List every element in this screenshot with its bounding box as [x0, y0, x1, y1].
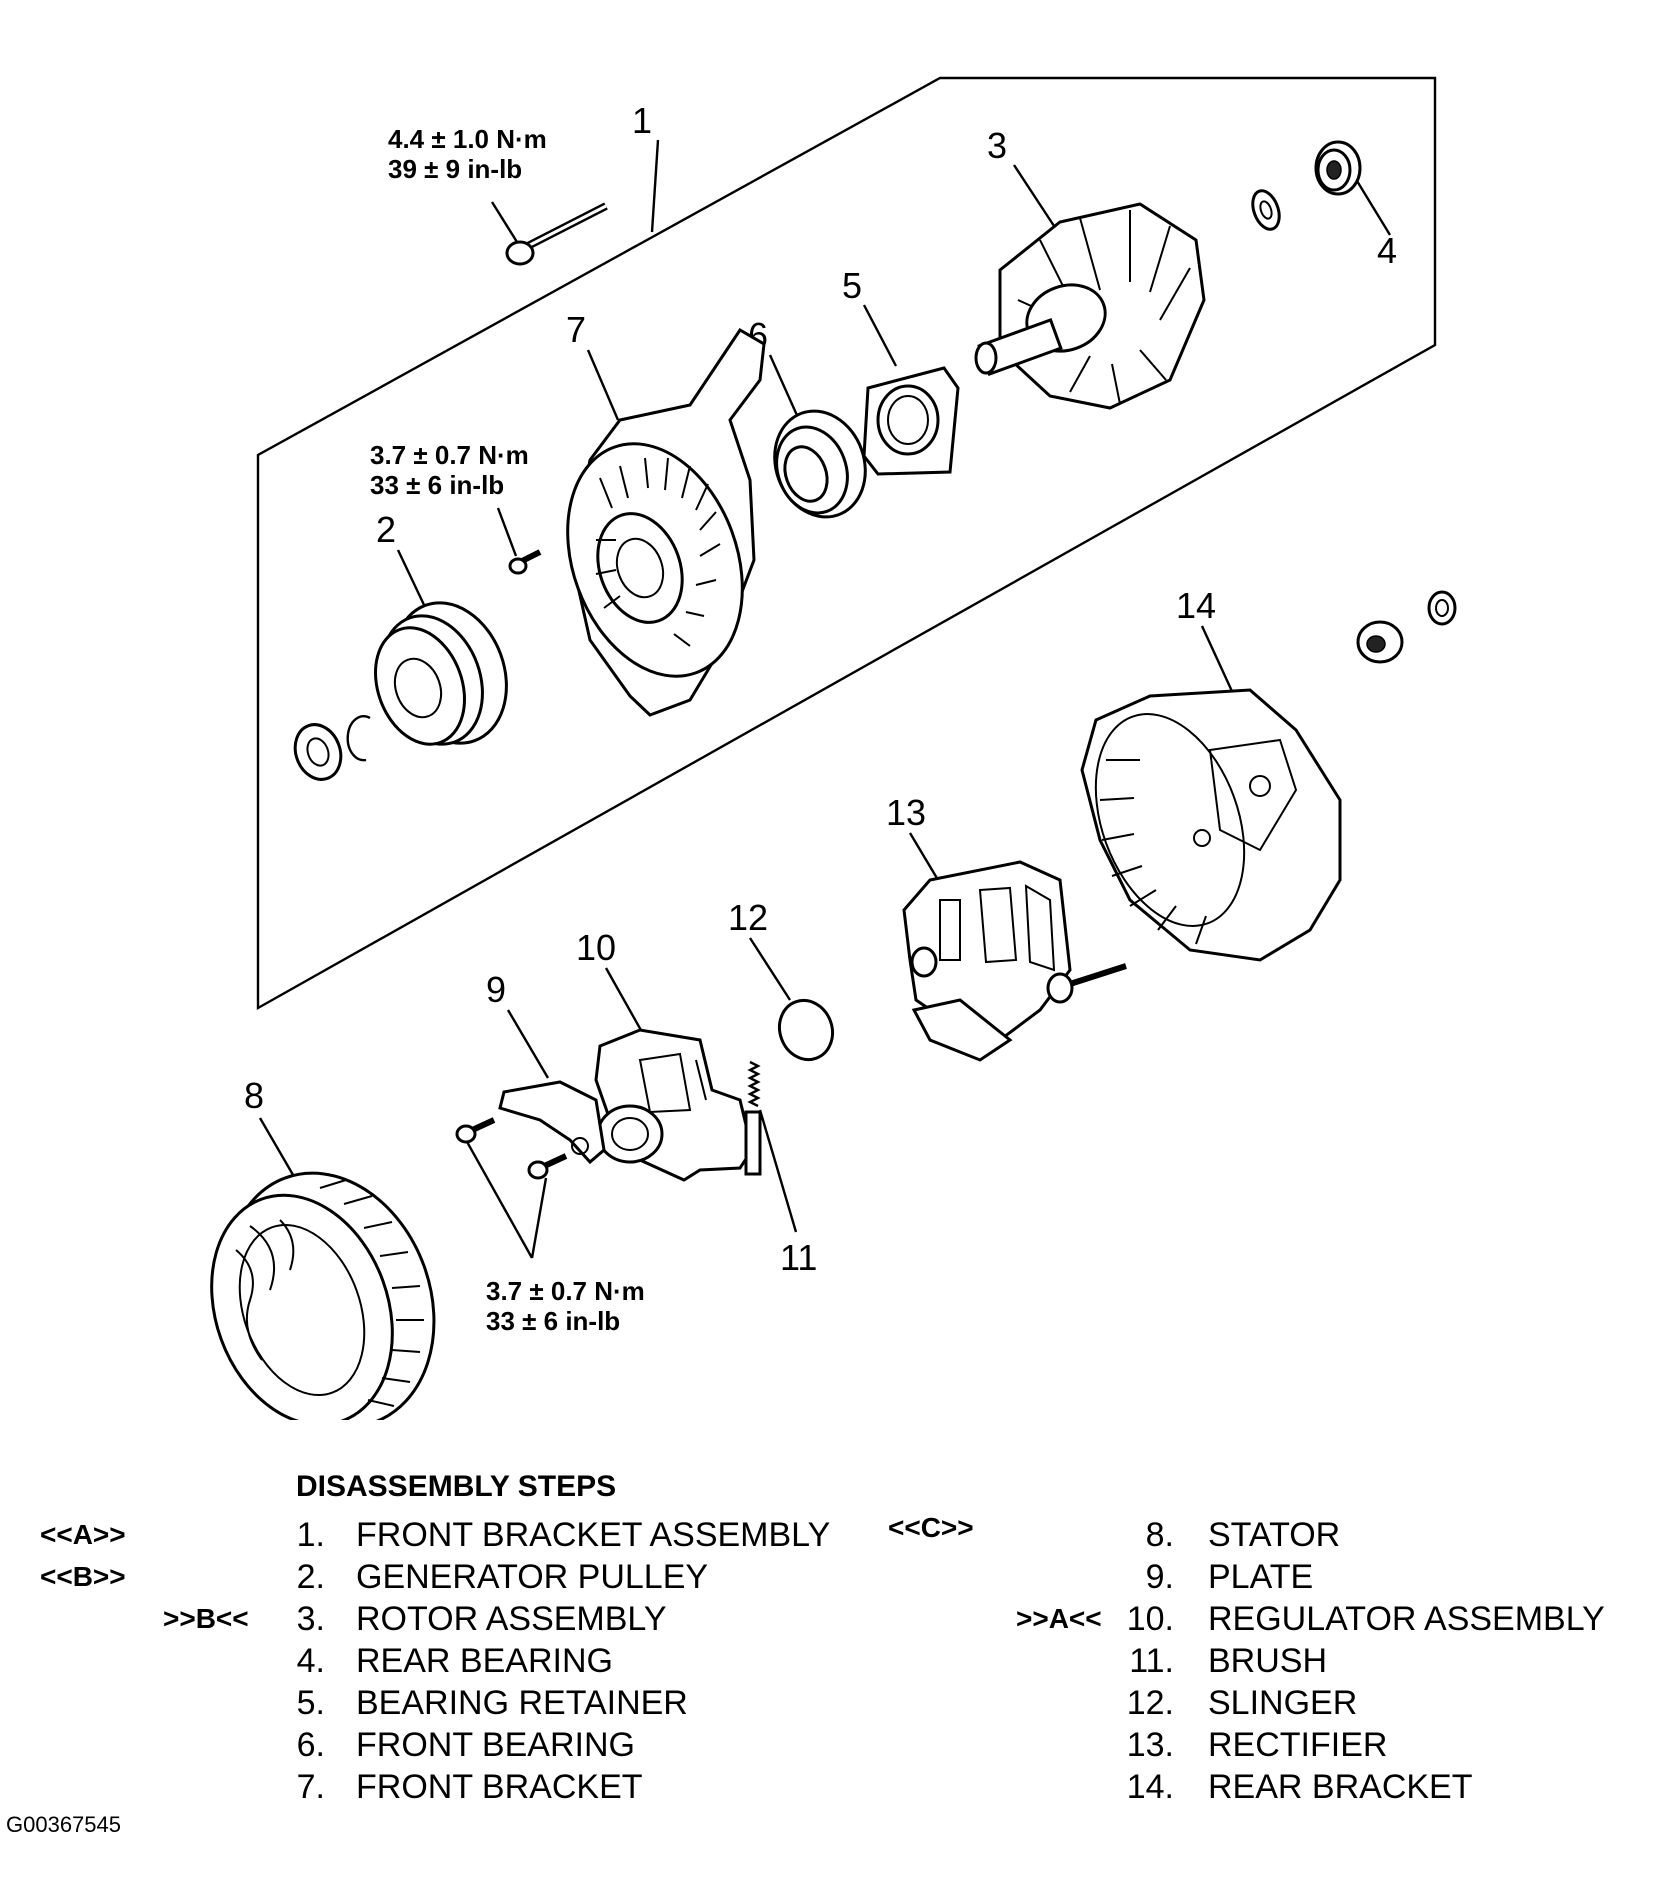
plate-screw-icon	[455, 1117, 568, 1180]
step-label: BEARING RETAINER	[356, 1684, 688, 1722]
callout-14: 14	[1176, 585, 1216, 626]
bearing-retainer-icon	[862, 366, 960, 476]
rear-bracket-icon	[1080, 688, 1342, 962]
step-tag: <<C>>	[888, 1512, 974, 1543]
torque-spec-screw-9-inlb: 33 ± 6 in-lb	[486, 1306, 620, 1336]
callout-4: 4	[1377, 230, 1397, 271]
callout-9: 9	[486, 969, 506, 1010]
step-label: REAR BEARING	[356, 1642, 613, 1680]
bolt-icon	[505, 202, 608, 266]
step-number: 2.	[296, 1558, 325, 1596]
plate-icon	[498, 1080, 606, 1165]
callout-8: 8	[244, 1075, 264, 1116]
rotor-washer-icon	[1251, 189, 1281, 231]
figure-id: G00367545	[6, 1812, 121, 1837]
torque-spec-screw-7-nm: 3.7 ± 0.7 N·m	[370, 440, 529, 470]
disassembly-steps-heading: DISASSEMBLY STEPS	[296, 1470, 617, 1503]
callout-11: 11	[780, 1237, 817, 1278]
washer-icon	[346, 715, 371, 762]
callout-5: 5	[842, 265, 862, 306]
step-label: REAR BRACKET	[1208, 1768, 1473, 1806]
step-tag: <<A>>	[40, 1519, 126, 1550]
step-label: RECTIFIER	[1208, 1726, 1388, 1764]
step-number: 14.	[1126, 1768, 1174, 1806]
regulator-assembly-icon	[594, 1028, 754, 1182]
generator-pulley-icon	[374, 601, 508, 746]
step-label: STATOR	[1208, 1516, 1341, 1554]
step-number: 9.	[1145, 1558, 1174, 1596]
callout-7: 7	[566, 309, 586, 350]
rectifier-icon	[902, 860, 1127, 1062]
step-number: 13.	[1126, 1726, 1174, 1764]
step-number: 5.	[296, 1684, 325, 1722]
step-number: 1.	[296, 1516, 325, 1554]
stator-icon	[210, 1171, 436, 1420]
step-label: PLATE	[1208, 1558, 1314, 1596]
rotor-assembly-icon	[974, 202, 1206, 410]
step-number: 12.	[1126, 1684, 1174, 1722]
step-label: FRONT BEARING	[356, 1726, 635, 1764]
brush-icon	[744, 1060, 762, 1176]
callout-3: 3	[987, 125, 1007, 166]
rear-bearing-icon	[1314, 140, 1362, 196]
exploded-diagram: 1 2 3 4 5 6 7 8 9 10 11 12 13 14 4.4 ± 1…	[210, 76, 1457, 1420]
step-label: REGULATOR ASSEMBLY	[1208, 1600, 1605, 1638]
torque-spec-screw-7-inlb: 33 ± 6 in-lb	[370, 470, 504, 500]
step-label: SLINGER	[1208, 1684, 1358, 1722]
pulley-nut-icon	[293, 723, 343, 781]
front-bracket-icon	[566, 327, 766, 717]
callout-2: 2	[376, 509, 396, 550]
callout-13: 13	[886, 792, 926, 833]
step-number: 6.	[296, 1726, 325, 1764]
step-tag: >>A<<	[1016, 1603, 1102, 1634]
step-label: FRONT BRACKET ASSEMBLY	[356, 1516, 831, 1554]
slinger-icon	[778, 998, 834, 1062]
front-bracket-assembly-boundary	[256, 76, 1437, 1011]
step-tag: <<B>>	[40, 1561, 126, 1592]
step-number: 8.	[1145, 1516, 1174, 1554]
callout-12: 12	[728, 897, 768, 938]
step-number: 11.	[1129, 1642, 1174, 1680]
step-tag: >>B<<	[163, 1603, 249, 1634]
front-bearing-icon	[773, 409, 867, 519]
callout-10: 10	[576, 927, 616, 968]
screw-icon	[508, 549, 542, 575]
torque-spec-screw-9-nm: 3.7 ± 0.7 N·m	[486, 1276, 645, 1306]
step-number: 3.	[296, 1600, 325, 1638]
step-number: 10.	[1126, 1600, 1174, 1638]
step-label: GENERATOR PULLEY	[356, 1558, 709, 1596]
step-label: FRONT BRACKET	[356, 1768, 643, 1806]
torque-spec-bolt-1-inlb: 39 ± 9 in-lb	[388, 154, 522, 184]
terminal-nut-icon	[1427, 590, 1457, 626]
step-label: ROTOR ASSEMBLY	[356, 1600, 667, 1638]
step-label: BRUSH	[1208, 1642, 1328, 1680]
torque-spec-bolt-1-nm: 4.4 ± 1.0 N·m	[388, 124, 547, 154]
terminal-insulator-icon	[1356, 620, 1404, 664]
callout-1: 1	[632, 100, 652, 141]
step-number: 7.	[296, 1768, 325, 1806]
step-number: 4.	[296, 1642, 325, 1680]
